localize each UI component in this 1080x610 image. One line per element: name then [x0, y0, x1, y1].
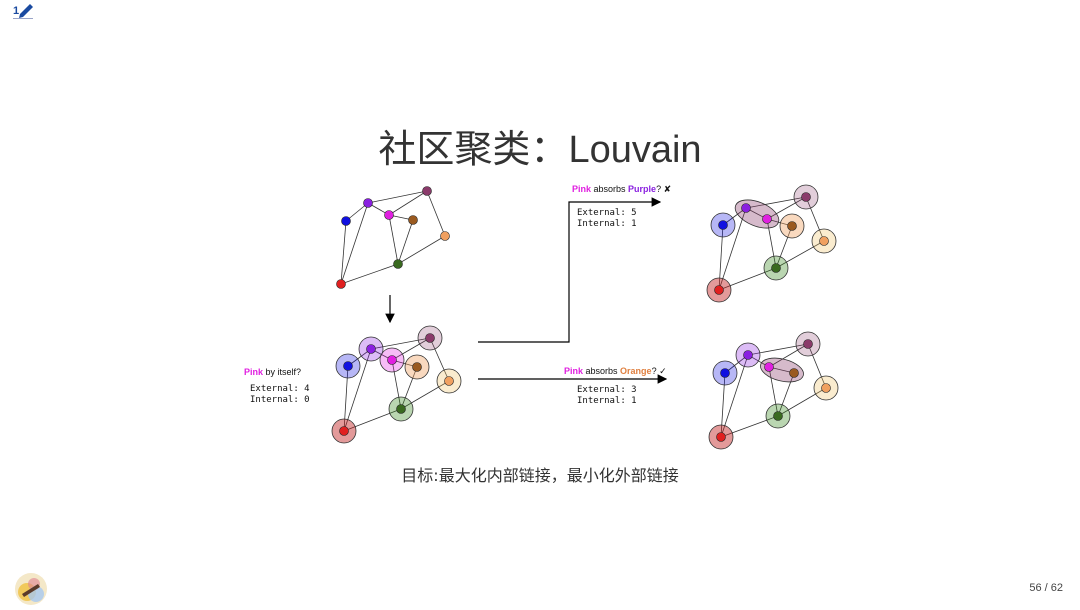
node-pink [384, 210, 394, 220]
pencil-icon: 1 [12, 2, 36, 22]
page-number: 56 / 62 [1029, 582, 1063, 594]
node-purple [363, 198, 373, 208]
by-itself-external: External: 4 [250, 384, 310, 394]
label-by-itself: Pink by itself? [244, 367, 301, 377]
graph-original-nodes [336, 186, 450, 289]
caption: 目标:最大化内部链接，最小化外部链接 [401, 466, 679, 485]
graph-absorb-orange [708, 331, 839, 450]
node-red [336, 279, 346, 289]
by-itself-internal: Internal: 0 [250, 395, 310, 405]
absorb-purple-internal: Internal: 1 [577, 219, 637, 229]
label-absorb-orange: Pink absorbs Orange? ✓ [564, 366, 667, 376]
page-title: 社区聚类：Louvain [0, 118, 1080, 173]
label-absorb-purple: Pink absorbs Purple? ✘ [572, 184, 671, 194]
title-cn: 社区聚类： [378, 127, 569, 171]
graph-absorb-purple [706, 184, 837, 303]
graph-communities [331, 325, 462, 444]
absorb-purple-external: External: 5 [577, 208, 637, 218]
node-mauve [422, 186, 432, 196]
node-brown [408, 215, 418, 225]
title-latin: Louvain [568, 129, 702, 171]
graph-original [340, 190, 446, 285]
arrow-to-purple [478, 197, 662, 343]
absorb-orange-internal: Internal: 1 [577, 396, 637, 406]
avatar-icon [14, 572, 48, 606]
node-blue [341, 216, 351, 226]
svg-text:1: 1 [13, 5, 19, 17]
node-green [393, 259, 403, 269]
node-orange [440, 231, 450, 241]
absorb-orange-external: External: 3 [577, 385, 637, 395]
